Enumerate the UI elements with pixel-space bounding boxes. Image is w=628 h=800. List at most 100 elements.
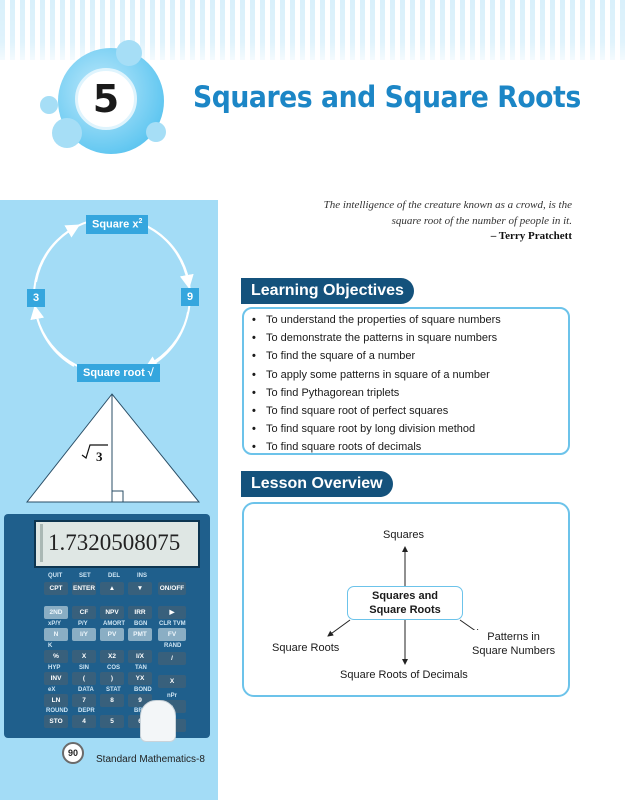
calc-label: DEPR bbox=[78, 708, 95, 714]
calc-label: COS bbox=[107, 665, 121, 671]
objective-item: To find the square of a number bbox=[252, 347, 501, 365]
quote-line: The intelligence of the creature known a… bbox=[323, 199, 572, 211]
calc-key: 2ND bbox=[44, 606, 68, 619]
cycle-label-square-text: Square x bbox=[92, 218, 139, 231]
calc-label: SIN bbox=[79, 665, 90, 671]
overview-node-decimals: Square Roots of Decimals bbox=[338, 668, 470, 682]
chapter-title: Squares and Square Roots bbox=[193, 80, 581, 114]
overview-node-square-roots: Square Roots bbox=[270, 641, 342, 655]
calc-label: K bbox=[48, 643, 53, 649]
calc-key: 5 bbox=[100, 715, 124, 728]
calc-key: IRR bbox=[128, 606, 152, 619]
calc-key: FV bbox=[158, 628, 186, 641]
quote-line: square root of the number of people in i… bbox=[391, 215, 572, 227]
calc-key: ( bbox=[72, 672, 96, 685]
calc-label: xP/Y bbox=[48, 621, 62, 627]
objective-item: To find square root by long division met… bbox=[252, 420, 501, 438]
calc-label: INS bbox=[137, 573, 148, 579]
calculator-screen: 1.7320508075 bbox=[34, 520, 200, 568]
calc-label: BOND bbox=[134, 687, 152, 693]
calc-key: ) bbox=[100, 672, 124, 685]
calc-key: ENTER bbox=[72, 582, 96, 595]
calculator-illustration: 1.7320508075 QUIT SET DEL INS CPT ENTER … bbox=[4, 514, 210, 738]
overview-center-line: Square Roots bbox=[369, 604, 441, 616]
objective-item: To demonstrate the patterns in square nu… bbox=[252, 329, 501, 347]
calc-key: PMT bbox=[128, 628, 152, 641]
calc-label: RAND bbox=[164, 643, 182, 649]
calc-label: QUIT bbox=[48, 573, 63, 579]
learning-objectives-list: To understand the properties of square n… bbox=[252, 311, 501, 457]
calculator-cursor bbox=[40, 524, 43, 562]
chapter-badge-inner bbox=[75, 68, 137, 130]
calc-key: 7 bbox=[72, 694, 96, 707]
cycle-label-right-value: 9 bbox=[181, 288, 200, 306]
calc-key: YX bbox=[128, 672, 152, 685]
cycle-arrow bbox=[30, 305, 75, 367]
calc-key: CF bbox=[72, 606, 96, 619]
calc-label: DEL bbox=[108, 573, 120, 579]
pointing-hand-illustration bbox=[140, 700, 176, 742]
calc-label: CLR TVM bbox=[159, 621, 186, 627]
overview-center-node: Squares and Square Roots bbox=[347, 586, 463, 620]
cycle-label-square: Square x2 bbox=[86, 215, 149, 234]
calc-key: STO bbox=[44, 715, 68, 728]
calc-key: ▶ bbox=[158, 606, 186, 619]
cycle-left-value-text: 3 bbox=[33, 292, 40, 304]
calc-key: I/X bbox=[128, 650, 152, 663]
calc-label: BGN bbox=[134, 621, 148, 627]
overview-patterns-line: Square Numbers bbox=[472, 645, 556, 657]
calc-key: I/Y bbox=[72, 628, 96, 641]
cycle-label-square-root-text: Square root √ bbox=[83, 367, 154, 379]
calc-label: STAT bbox=[106, 687, 121, 693]
objective-item: To apply some patterns in square of a nu… bbox=[252, 366, 501, 384]
calc-label: HYP bbox=[48, 665, 61, 671]
calc-key: N bbox=[44, 628, 68, 641]
cycle-label-square-sup: 2 bbox=[138, 218, 143, 225]
overview-arrow-left bbox=[327, 619, 351, 637]
badge-bubble bbox=[40, 96, 58, 114]
calculator-display: 1.7320508075 bbox=[48, 530, 181, 555]
calc-key: 4 bbox=[72, 715, 96, 728]
calc-key: ON/OFF bbox=[158, 582, 186, 595]
calc-key: INV bbox=[44, 672, 68, 685]
calc-key: ▲ bbox=[100, 582, 124, 595]
calc-label: P/Y bbox=[78, 621, 88, 627]
overview-center-line: Squares and bbox=[371, 590, 439, 602]
overview-node-squares: Squares bbox=[381, 528, 426, 542]
calc-label: eX bbox=[48, 687, 56, 693]
calc-key: X2 bbox=[100, 650, 124, 663]
calc-key: LN bbox=[44, 694, 68, 707]
cycle-arrow bbox=[35, 224, 81, 283]
objective-item: To find square root of perfect squares bbox=[252, 402, 501, 420]
calc-label: BR bbox=[134, 708, 143, 714]
cycle-label-left-value: 3 bbox=[27, 289, 46, 307]
objective-item: To understand the properties of square n… bbox=[252, 311, 501, 329]
objective-item: To find Pythagorean triplets bbox=[252, 384, 501, 402]
objective-item: To find square roots of decimals bbox=[252, 438, 501, 456]
calc-label: nPr bbox=[167, 693, 178, 699]
overview-patterns-line: Patterns in bbox=[487, 631, 540, 643]
calc-key: % bbox=[44, 650, 68, 663]
calc-key: X bbox=[72, 650, 96, 663]
cycle-arrow bbox=[143, 311, 189, 370]
calc-key: NPV bbox=[100, 606, 124, 619]
calc-key: 8 bbox=[100, 694, 124, 707]
learning-objectives-heading: Learning Objectives bbox=[241, 278, 414, 304]
chapter-quote: The intelligence of the creature known a… bbox=[300, 197, 572, 229]
overview-node-patterns: Patterns in Square Numbers bbox=[470, 630, 558, 658]
calc-label: ROUND bbox=[46, 708, 68, 714]
triangle-diagram bbox=[25, 393, 201, 503]
cycle-right-value-text: 9 bbox=[187, 291, 194, 303]
lesson-overview-heading: Lesson Overview bbox=[241, 471, 393, 497]
calc-key: X bbox=[158, 675, 186, 688]
calc-key: / bbox=[158, 652, 186, 665]
calc-key: PV bbox=[100, 628, 124, 641]
badge-bubble bbox=[52, 118, 82, 148]
calc-key: CPT bbox=[44, 582, 68, 595]
page-number: 90 bbox=[62, 742, 84, 764]
calc-key: ▼ bbox=[128, 582, 152, 595]
chapter-number: 5 bbox=[92, 77, 120, 121]
cycle-label-square-root: Square root √ bbox=[77, 364, 160, 382]
badge-bubble bbox=[146, 122, 166, 142]
triangle-sqrt-label: 3 bbox=[96, 449, 103, 464]
